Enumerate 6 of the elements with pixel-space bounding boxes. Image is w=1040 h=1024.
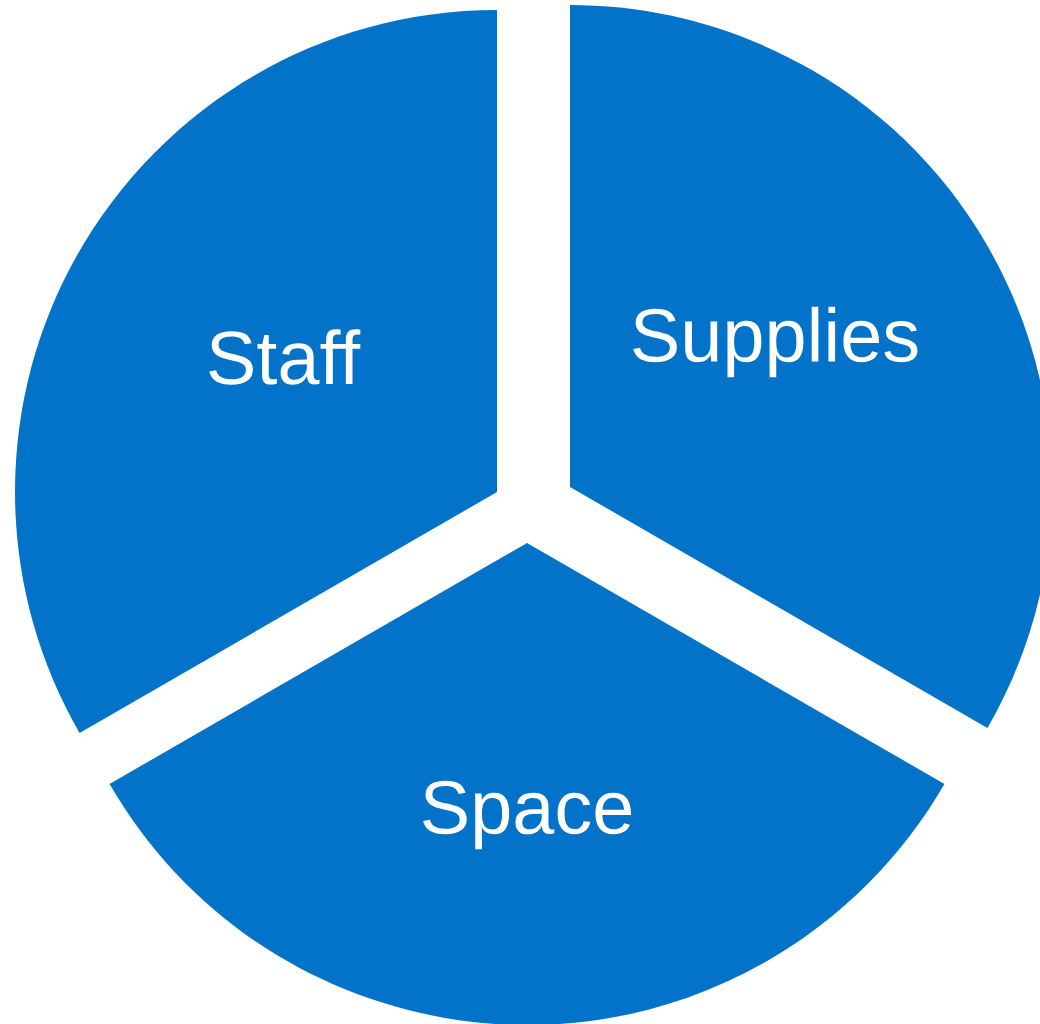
node-label: Supplies <box>633 306 918 378</box>
pie-segment: Staff <box>15 10 497 733</box>
pie-segment: Space <box>109 543 945 1024</box>
node-label: Staff <box>209 329 361 385</box>
pie-segment: Supplies <box>570 5 1040 728</box>
node-label: Space <box>423 780 631 850</box>
